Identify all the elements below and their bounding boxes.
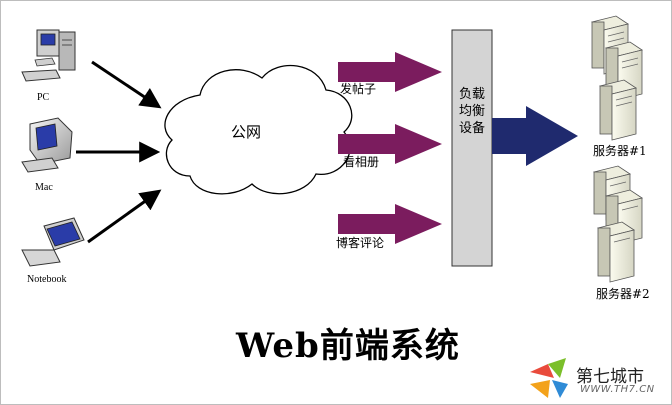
notebook-arrow [87,189,162,244]
server-1-label: 服务器#1 [593,144,647,158]
server-cluster-2 [593,165,643,283]
watermark-logo [530,358,568,398]
cloud-shape [164,64,353,195]
cloud-label: 公网 [231,123,262,141]
request-label-blog-comment: 博客评论 [336,236,385,250]
diagram-title: Web前端系统 [236,326,460,366]
mac-icon [21,117,73,173]
pc-label: PC [37,92,50,103]
server-cluster-1 [591,15,643,141]
pc-icon [21,29,76,82]
notebook-icon [21,217,85,267]
load-balancer-label: 负载均衡设备 [458,87,485,136]
notebook-label: Notebook [27,274,67,285]
server-2-label: 服务器#2 [596,287,650,301]
request-label-album: 看相册 [343,155,380,169]
output-arrow [492,106,578,166]
watermark-url: WWW.TH7.CN [580,384,655,395]
request-label-post: 发帖子 [340,82,377,96]
load-balancer-box [451,29,493,267]
request-arrows [338,52,442,244]
mac-label: Mac [35,182,53,193]
watermark-name: 第七城市 [576,367,644,387]
pc-arrow [91,60,162,109]
